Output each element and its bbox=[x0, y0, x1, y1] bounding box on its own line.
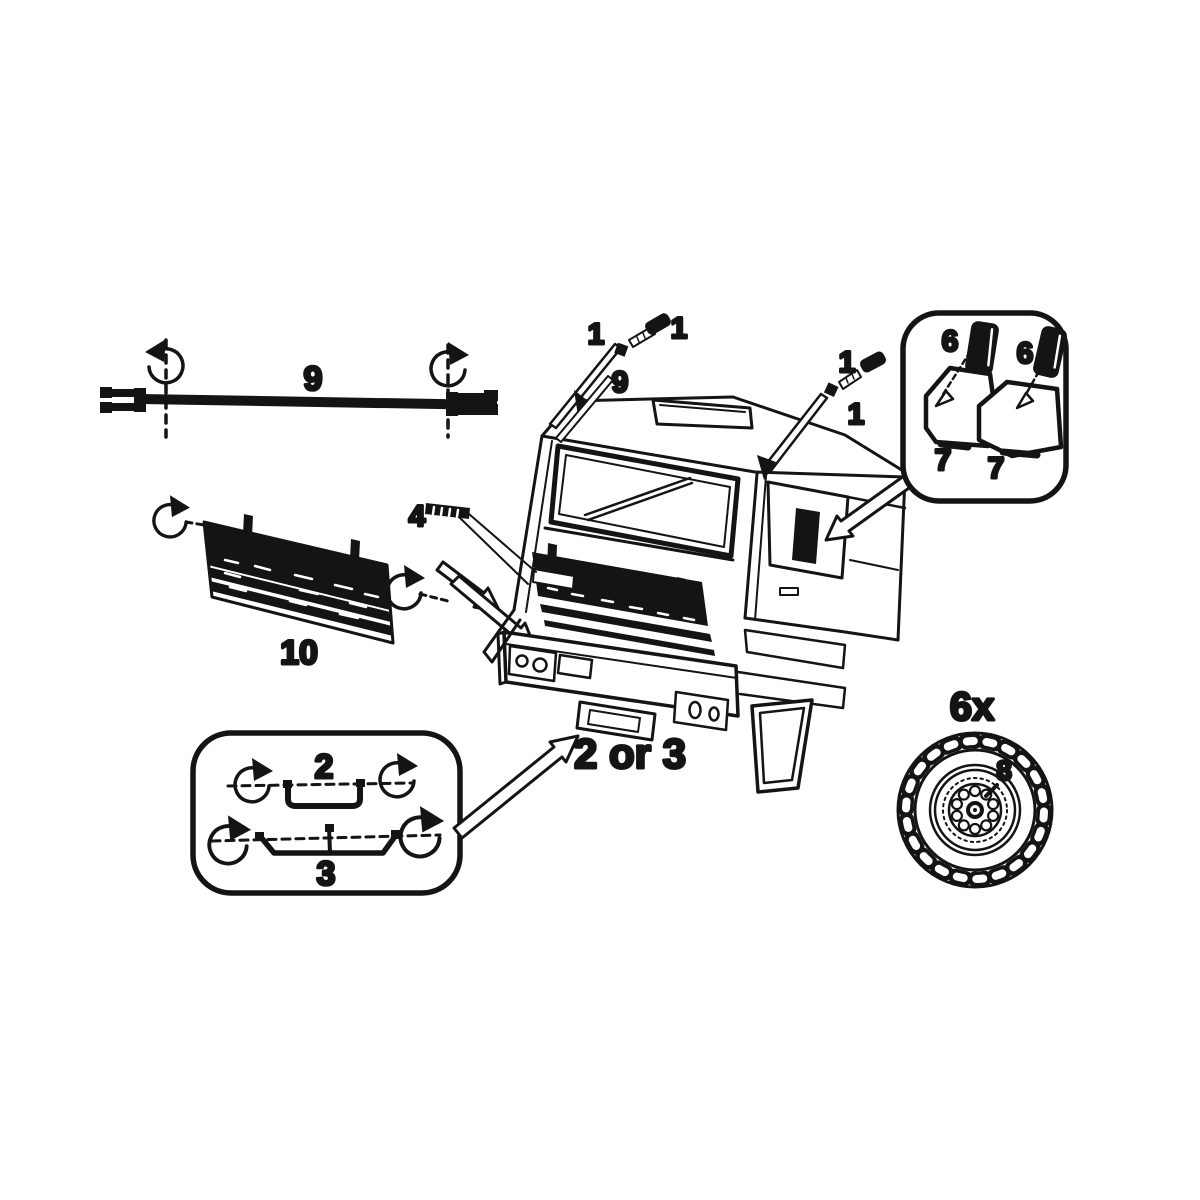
part-label-housing-b: 7 bbox=[988, 452, 1005, 485]
part-label-glass-b: 6 bbox=[1017, 337, 1034, 370]
part-label-housing-a: 7 bbox=[935, 444, 952, 477]
rotate-icon bbox=[143, 337, 185, 385]
nut bbox=[823, 382, 839, 397]
lug-nuts bbox=[950, 784, 1000, 836]
bracket-short-part bbox=[285, 783, 363, 809]
nameplate-part: 4 bbox=[407, 499, 537, 585]
screw-shaft bbox=[838, 369, 862, 390]
mirror-glass-a bbox=[965, 321, 999, 375]
part-label-bracket-long: 3 bbox=[317, 855, 336, 893]
grille-mount-tabs bbox=[243, 514, 360, 561]
door-mirror-mount bbox=[792, 508, 820, 564]
mirror-bracket bbox=[574, 390, 592, 416]
front-bumper bbox=[496, 630, 740, 742]
mirror-arm-right-assembly: 1 1 bbox=[757, 345, 887, 480]
fog-light bbox=[708, 706, 720, 722]
part-label-bumper-choice: 2 or 3 bbox=[574, 730, 686, 777]
windshield bbox=[512, 434, 767, 621]
license-plate bbox=[556, 653, 594, 680]
part-label-glass-a: 6 bbox=[942, 325, 959, 358]
rotate-icon bbox=[152, 493, 192, 539]
wiper-blade-assembly: 9 bbox=[100, 337, 498, 439]
bracket-options-inset: 2 3 bbox=[190, 730, 463, 896]
cab-side-door bbox=[736, 475, 907, 710]
part-label-blade: 9 bbox=[304, 360, 323, 398]
grille-slot-tabs bbox=[547, 543, 686, 603]
door-handle bbox=[779, 587, 799, 596]
part-label-arm-left: 1 bbox=[671, 312, 688, 345]
rotate-icon bbox=[385, 563, 427, 611]
grille-texture bbox=[223, 558, 380, 620]
wiper-on-glass bbox=[583, 476, 692, 517]
part-label-wheel-hub: 8 bbox=[996, 755, 1012, 786]
part-label-screw-right: 1 bbox=[839, 346, 856, 379]
door-window bbox=[766, 480, 850, 580]
mudflap bbox=[750, 698, 814, 794]
headlight bbox=[532, 657, 548, 673]
part-label-arm-right: 1 bbox=[848, 398, 865, 431]
mirror-arm bbox=[761, 392, 829, 474]
mirror-arm-left-assembly: 1 1 9 bbox=[548, 311, 689, 443]
part-label-wheel-quantity: 6x bbox=[950, 685, 995, 729]
mirror-bracket bbox=[757, 455, 776, 480]
part-label-bracket-short: 2 bbox=[315, 748, 334, 786]
part-label-grille: 10 bbox=[280, 634, 318, 672]
fog-light bbox=[688, 700, 702, 720]
front-grille-band bbox=[532, 526, 735, 656]
part-label-nameplate: 4 bbox=[409, 500, 426, 533]
mirror-arm bbox=[548, 342, 623, 430]
direction-arrow-icon bbox=[452, 734, 580, 840]
grille-part: 10 bbox=[152, 493, 454, 674]
nut bbox=[614, 342, 629, 357]
screw-head bbox=[859, 351, 887, 373]
screw-head bbox=[645, 313, 671, 335]
wheel-part bbox=[896, 731, 1054, 889]
roof-hatch bbox=[651, 398, 754, 430]
part-label-wiper-arm: 9 bbox=[612, 366, 629, 399]
left-fender-edge bbox=[482, 608, 522, 664]
wiper-arm bbox=[555, 375, 614, 443]
nameplate-location bbox=[532, 568, 575, 590]
rotate-icon bbox=[429, 340, 471, 388]
headlight bbox=[515, 654, 529, 668]
mirror-detail-inset: 6 6 7 7 bbox=[900, 310, 1069, 504]
part-label-screw-left: 1 bbox=[588, 318, 605, 351]
mirror-housing-b bbox=[976, 379, 1064, 459]
truck-cab bbox=[482, 395, 907, 794]
wiper-blade-bar bbox=[100, 387, 498, 416]
